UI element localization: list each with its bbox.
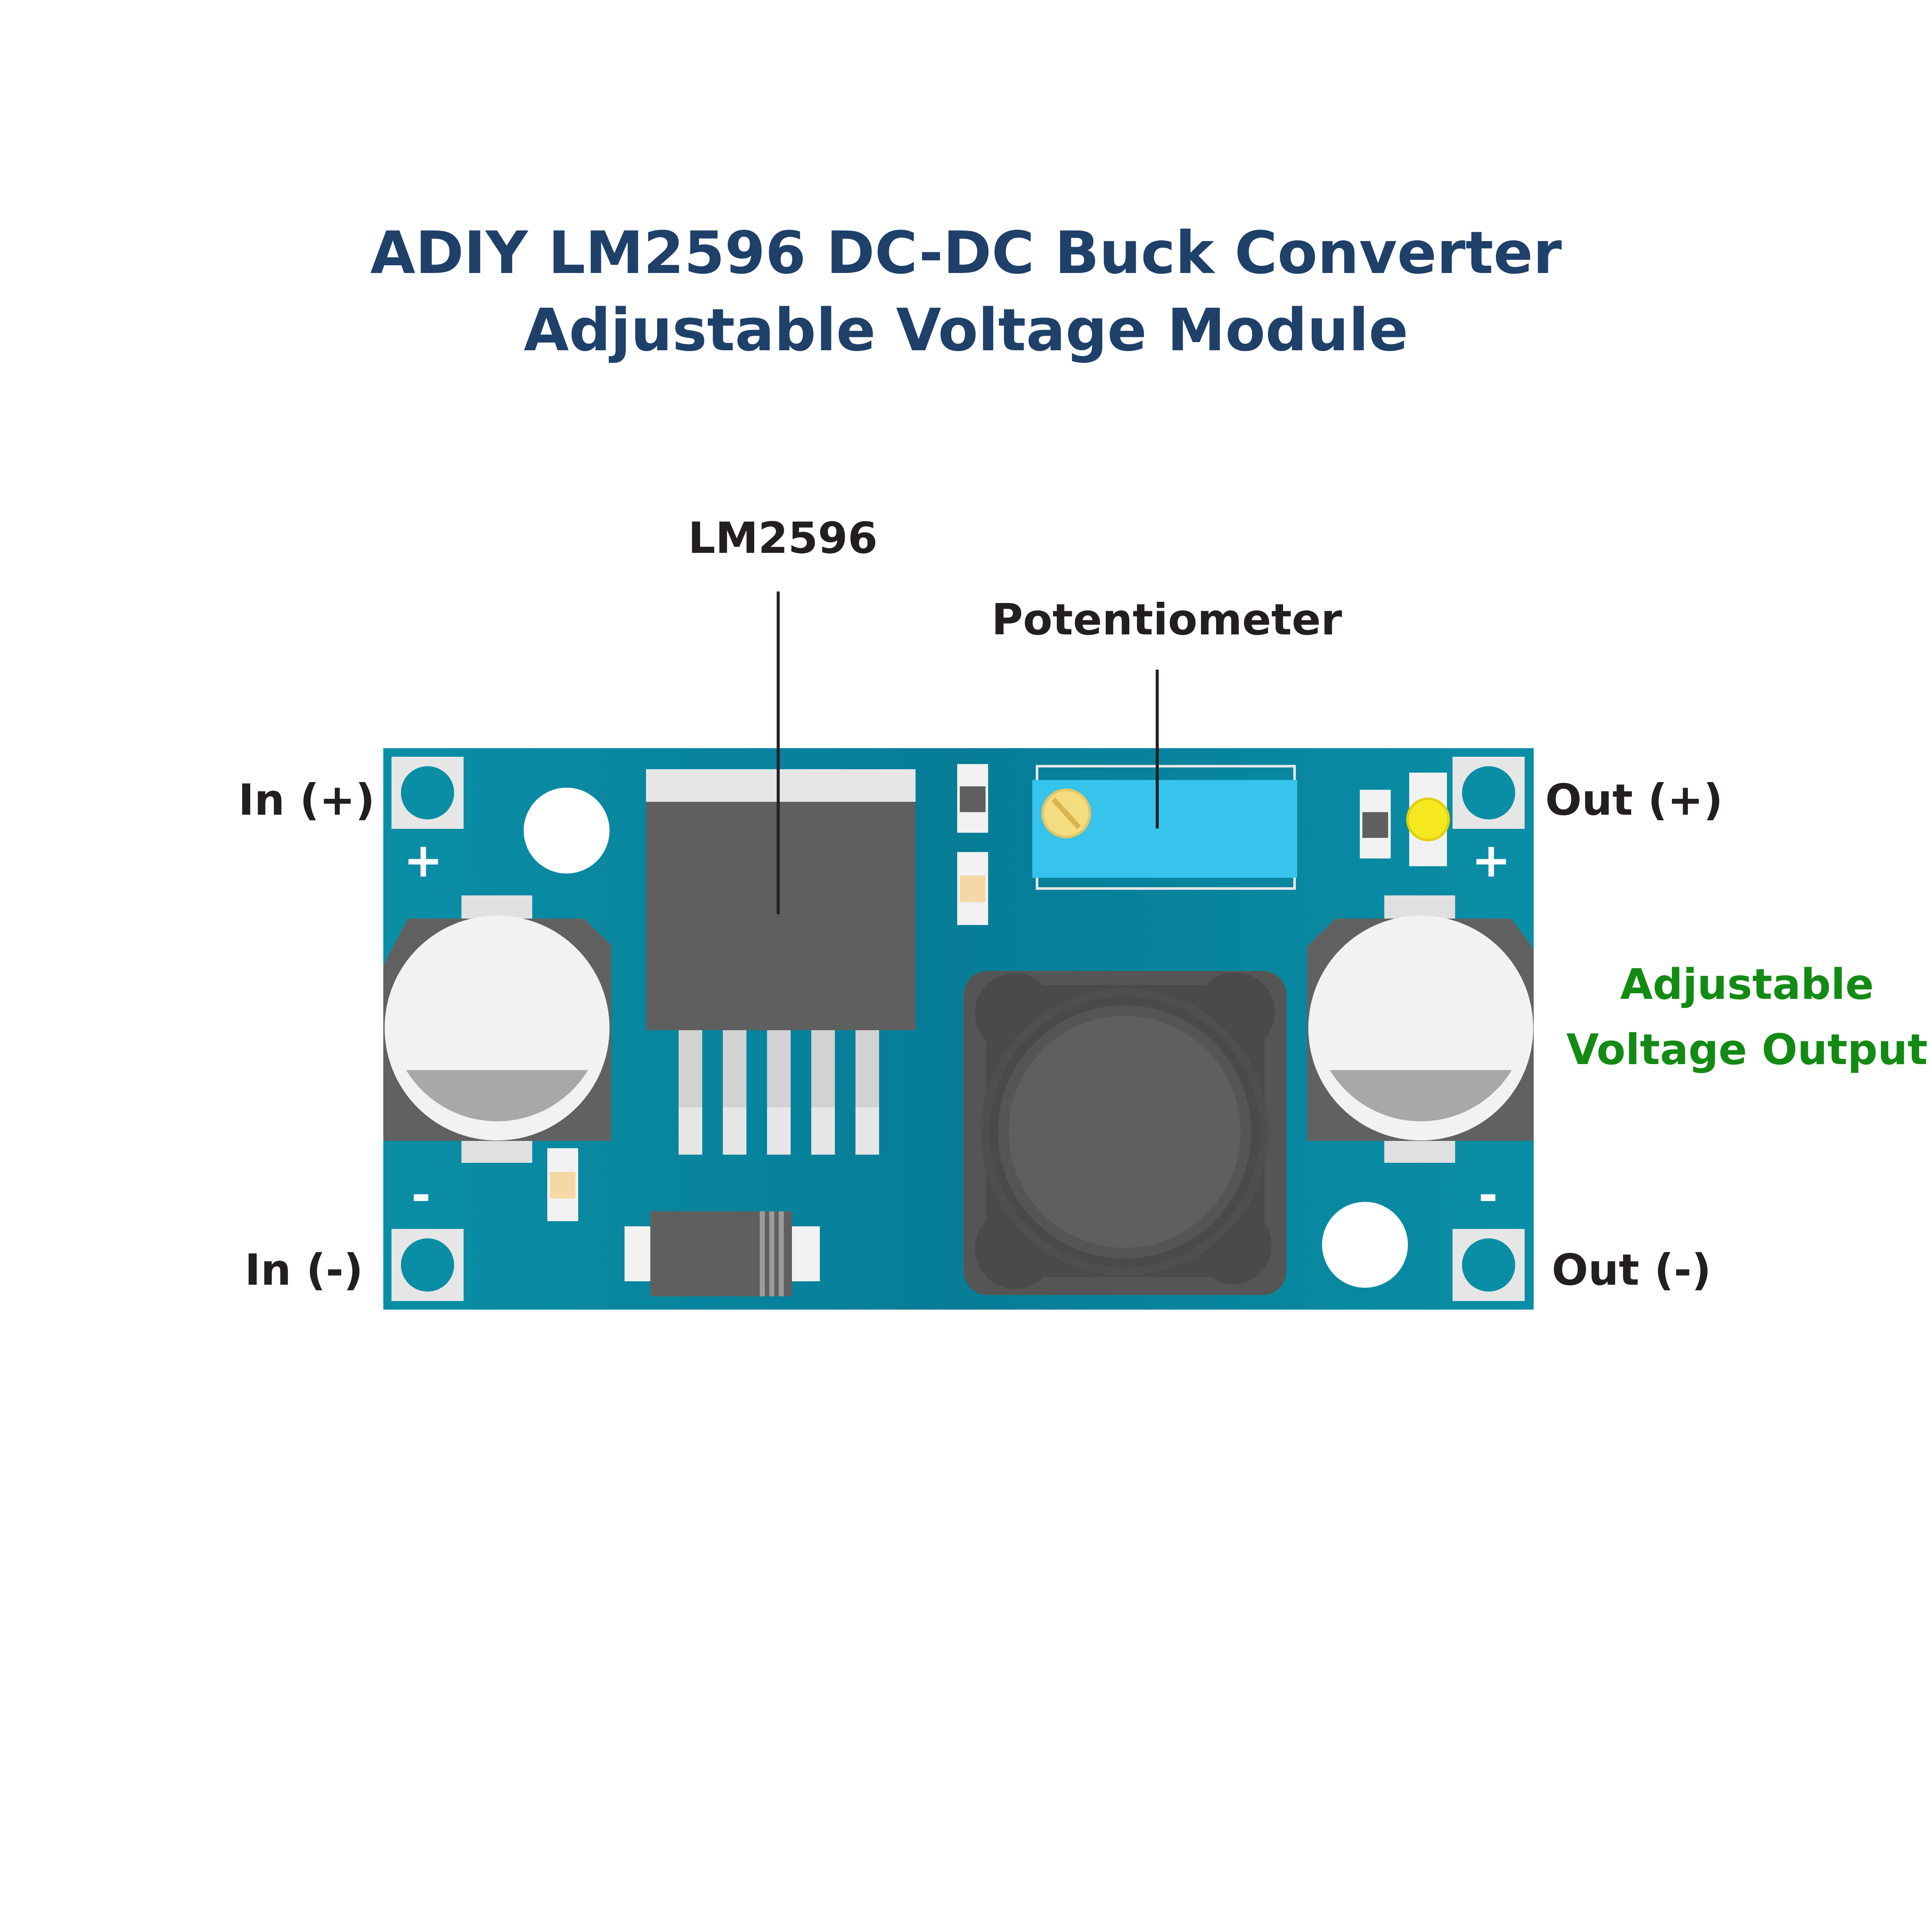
polarity-mark-out-plus: +: [1471, 833, 1511, 888]
polarity-mark-in-plus: +: [403, 833, 443, 888]
mounting-hole-right: [1322, 1202, 1408, 1288]
mounting-hole-left: [524, 788, 610, 873]
lm2596-label: LM2596: [688, 513, 878, 563]
smd-resistor-right: [1360, 790, 1391, 858]
in-plus-label: In (+): [238, 775, 375, 825]
potentiometer-label: Potentiometer: [992, 594, 1342, 645]
potentiometer: [1032, 765, 1297, 890]
diode: [625, 1211, 820, 1296]
terminal-pad-in-minus: [391, 1229, 464, 1301]
terminal-pad-out-plus: [1453, 757, 1525, 829]
polarity-mark-in-minus: -: [411, 1168, 431, 1222]
output-capacitor: [1307, 895, 1534, 1163]
smd-resistor-top: [957, 764, 988, 833]
polarity-mark-out-minus: -: [1478, 1168, 1498, 1222]
title-line-1: ADIY LM2596 DC-DC Buck Converter: [370, 219, 1562, 287]
smd-capacitor-top: [957, 852, 988, 925]
lm2596-chip: [646, 769, 916, 1155]
terminal-pad-out-minus: [1453, 1229, 1525, 1301]
title-line-2: Adjustable Voltage Module: [524, 297, 1408, 364]
input-capacitor: [383, 895, 611, 1163]
output-note-line-1: Adjustable: [1620, 960, 1874, 1009]
terminal-pad-in-plus: [391, 757, 464, 829]
diagram-title: ADIY LM2596 DC-DC Buck Converter Adjusta…: [0, 215, 1932, 369]
out-minus-label: Out (-): [1552, 1245, 1711, 1295]
output-note-line-2: Voltage Output: [1566, 1025, 1928, 1074]
inductor: [964, 971, 1286, 1295]
adjustable-output-note: Adjustable Voltage Output: [1562, 952, 1932, 1083]
power-led: [1406, 773, 1450, 866]
in-minus-label: In (-): [245, 1245, 364, 1295]
smd-capacitor-bottom-left: [547, 1148, 578, 1221]
out-plus-label: Out (+): [1545, 775, 1723, 825]
